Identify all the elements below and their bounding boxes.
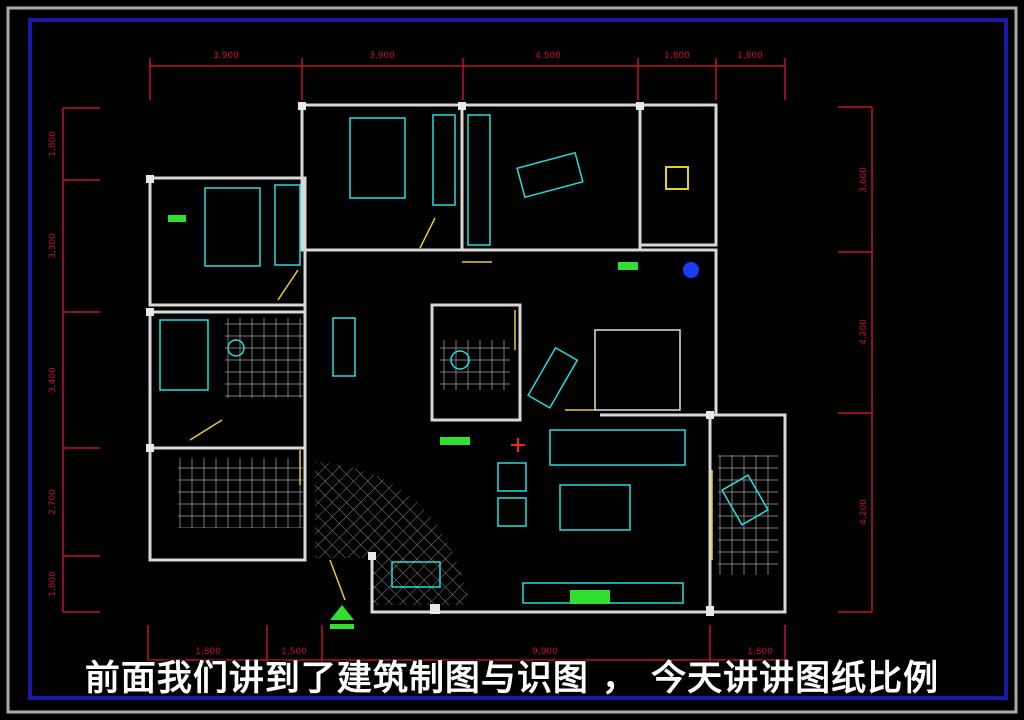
doors bbox=[189, 217, 713, 601]
annotations bbox=[168, 166, 689, 629]
left-dimension: 2,700 bbox=[48, 489, 58, 515]
bath-tile-floor bbox=[225, 318, 303, 398]
right-dimension: 4,200 bbox=[859, 499, 869, 525]
wardrobe-2 bbox=[467, 114, 491, 246]
bath2-tile-floor bbox=[440, 340, 510, 390]
outer-frame bbox=[6, 6, 1018, 714]
balcony-tile-floor bbox=[718, 455, 778, 575]
lounge-chair bbox=[527, 346, 579, 409]
bottom-dimension: 9,900 bbox=[532, 647, 558, 657]
right-dimension: 4,200 bbox=[859, 319, 869, 345]
drawing-border bbox=[28, 18, 1008, 700]
toilet-2 bbox=[450, 350, 470, 370]
left-dimension: 3,300 bbox=[48, 233, 58, 259]
bottom-dimension-line bbox=[147, 625, 786, 665]
toilet bbox=[227, 339, 245, 357]
kitchen-tile-floor bbox=[178, 458, 303, 528]
coffee-table bbox=[559, 484, 631, 531]
balcony-chair bbox=[720, 474, 770, 526]
furniture bbox=[159, 114, 770, 604]
bottom-dimension: 1,800 bbox=[195, 647, 221, 657]
sofa bbox=[549, 429, 686, 466]
bathtub bbox=[159, 319, 209, 391]
walls bbox=[148, 103, 787, 614]
bed-bedroom3 bbox=[204, 187, 261, 267]
left-dimension: 3,400 bbox=[48, 367, 58, 393]
red-cross-marker bbox=[511, 438, 525, 452]
bed-bedroom2 bbox=[349, 117, 406, 199]
right-dimension: 3,600 bbox=[859, 167, 869, 193]
video-subtitle: 前面我们讲到了建筑制图与识图 ， 今天讲讲图纸比例 bbox=[84, 659, 940, 699]
wardrobe bbox=[432, 114, 456, 206]
top-dimension: 3,900 bbox=[213, 51, 239, 61]
dining-table bbox=[332, 317, 356, 377]
wall-columns bbox=[146, 102, 714, 616]
left-dimension-line bbox=[62, 107, 100, 613]
top-dimension: 1,800 bbox=[664, 51, 690, 61]
bottom-dimension: 1,500 bbox=[281, 647, 307, 657]
right-dimension-line bbox=[838, 106, 873, 613]
top-dimension: 1,800 bbox=[737, 51, 763, 61]
wardrobe-3 bbox=[274, 184, 301, 266]
entry-hatch-floor bbox=[315, 462, 470, 605]
top-dimension: 3,900 bbox=[369, 51, 395, 61]
shoe-cabinet bbox=[391, 561, 441, 588]
armchair-1 bbox=[497, 462, 527, 492]
left-dimension: 1,800 bbox=[48, 571, 58, 597]
left-dimension: 1,800 bbox=[48, 131, 58, 157]
armchair-2 bbox=[497, 497, 527, 527]
top-dimension-line bbox=[149, 58, 786, 100]
bottom-dimension: 1,800 bbox=[747, 647, 773, 657]
top-dimension: 4,500 bbox=[535, 51, 561, 61]
desk-study bbox=[516, 151, 584, 199]
blue-marker bbox=[683, 262, 699, 278]
master-bed bbox=[594, 329, 681, 411]
